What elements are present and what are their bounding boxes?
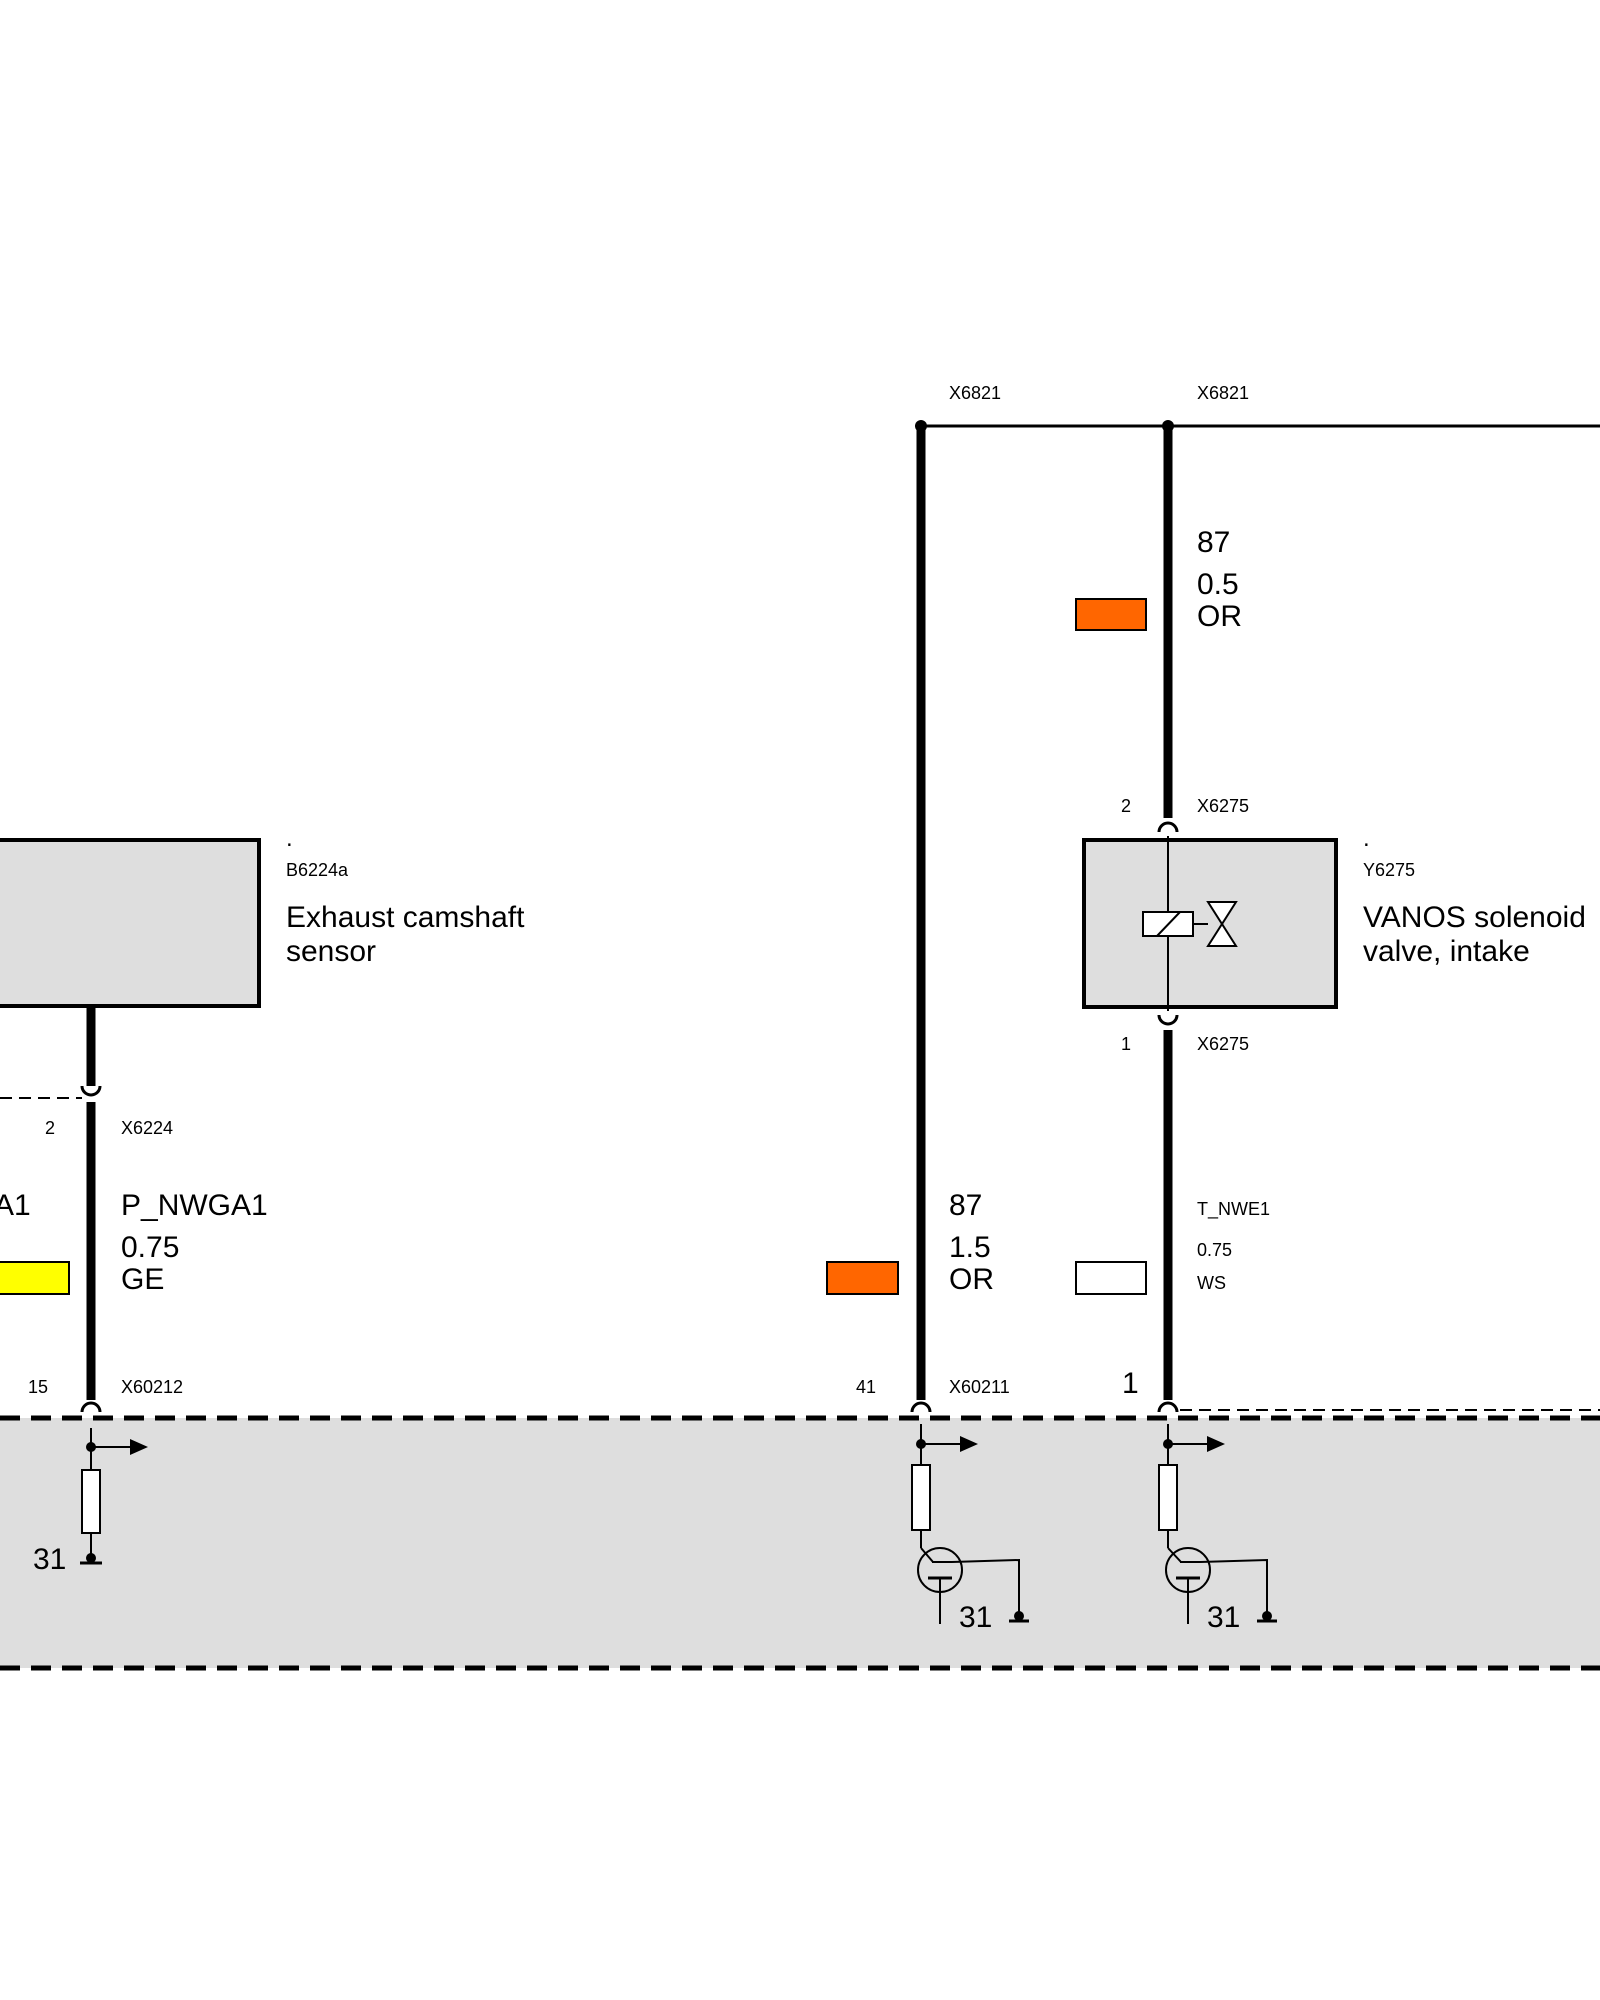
connector-pin-symbol-x60211 [910,1401,932,1413]
connector-pin-symbol-x6275-2 [1157,821,1179,833]
wire-color-swatch-or-right [1075,598,1147,631]
wire-color-code-label-or-right: OR [1197,600,1242,633]
ecu-left-ground-dot [86,1553,96,1563]
solenoid-valve-icon [1142,901,1238,947]
wire-terminal-label-87-right: 87 [1197,526,1230,559]
vanos-valve-name-line2: valve, intake [1363,935,1530,968]
ecu-right-arrow-icon [1207,1436,1225,1452]
ecu-mid-arrow-icon [960,1436,978,1452]
pin-number-1-x6275: 1 [1121,1034,1131,1054]
exhaust-camshaft-sensor: . B6224a Exhaust camshaft sensor [0,825,525,1008]
wire-supply-87-right: 87 0.5 OR 2 X6275 [1075,426,1249,833]
connector-label-x6821-right: X6821 [1197,383,1249,403]
pin-number-2-x6224: 2 [45,1118,55,1138]
wire-color-swatch-or-left [826,1261,899,1295]
pin-number-1-ecu: 1 [1122,1367,1139,1400]
ecu-right-resistor [1158,1464,1178,1531]
connector-pin-symbol-x6224 [80,1085,102,1097]
wire-color-swatch-ge [0,1261,70,1295]
wire-color-swatch-ws [1075,1261,1147,1295]
ecu-right-ground-dot [1262,1611,1272,1621]
wire-gauge-label-0-5: 0.5 [1197,568,1239,601]
vanos-valve-name-line1: VANOS solenoid [1363,901,1586,934]
connector-label-x60212: X60212 [121,1377,183,1397]
camshaft-sensor-name-line1: Exhaust camshaft [286,901,525,934]
connector-pin-symbol-x60212 [80,1401,102,1413]
connector-label-x60211: X60211 [949,1377,1010,1397]
ecu-driver-circuit-middle: 31 [911,1424,1029,1634]
wire-supply-87-left: 87 1.5 OR 41 X60211 [826,426,1010,1413]
wire-signal-partial-label: A1 [0,1189,31,1222]
pin-number-2-x6275: 2 [1121,796,1131,816]
wire-t-nwe1: 1 X6275 T_NWE1 0.75 WS 1 [1075,1014,1600,1413]
ecu-mid-ground-path [951,1558,1020,1618]
vanos-valve-dot: . [1363,825,1370,852]
wire-color-code-label: GE [121,1263,164,1296]
vanos-valve-box [1082,838,1338,1009]
connector-label-x6821-left: X6821 [949,383,1001,403]
vanos-solenoid-valve: . Y6275 VANOS solenoid valve, intake [1082,825,1586,1011]
wire-color-code-label-ws: WS [1197,1273,1226,1293]
ecu-left-arrow-icon [130,1439,148,1455]
camshaft-sensor-box [0,838,261,1008]
camshaft-sensor-name-line2: sensor [286,935,376,968]
wire-color-code-label-or: OR [949,1263,994,1296]
wire-terminal-label-87: 87 [949,1189,982,1222]
camshaft-sensor-id: B6224a [286,860,349,880]
connector-pin-symbol-ecu-1 [1157,1401,1179,1413]
ecu-left-resistor [81,1469,101,1534]
wire-gauge-label-0-75: 0.75 [1197,1240,1232,1260]
pin-number-41: 41 [856,1377,876,1397]
wire-signal-label-t-nwe1: T_NWE1 [1197,1199,1270,1220]
connector-pin-symbol-x6275-1 [1157,1014,1179,1026]
camshaft-sensor-dot: . [286,825,293,852]
ground-label-31-left: 31 [33,1543,66,1576]
vanos-valve-id: Y6275 [1363,860,1415,880]
control-unit-region [0,1415,1600,1671]
ecu-right-ground-path [1199,1558,1268,1618]
control-unit-fill [0,1418,1600,1668]
ecu-driver-circuit-right: 31 [1158,1424,1277,1634]
ecu-mid-resistor [911,1464,931,1531]
pin-number-15: 15 [28,1377,48,1397]
wire-p-nwga1: 2 X6224 A1 P_NWGA1 0.75 GE 15 X60212 [0,1006,268,1413]
connector-label-x6224: X6224 [121,1118,173,1138]
transistor-icon [1165,1547,1211,1624]
wire-gauge-label: 0.75 [121,1231,179,1264]
ecu-input-circuit-left: 31 [33,1428,148,1576]
top-connector-bus: X6821 X6821 [915,383,1600,432]
ecu-mid-ground-dot [1014,1611,1024,1621]
connector-label-x6275-bottom: X6275 [1197,1034,1249,1054]
transistor-icon [917,1547,963,1624]
connector-label-x6275-top: X6275 [1197,796,1249,816]
wire-signal-label-p-nwga1: P_NWGA1 [121,1189,268,1222]
ground-label-31-right: 31 [1207,1601,1240,1634]
ground-label-31-middle: 31 [959,1601,992,1634]
wire-gauge-label-1-5: 1.5 [949,1231,991,1264]
